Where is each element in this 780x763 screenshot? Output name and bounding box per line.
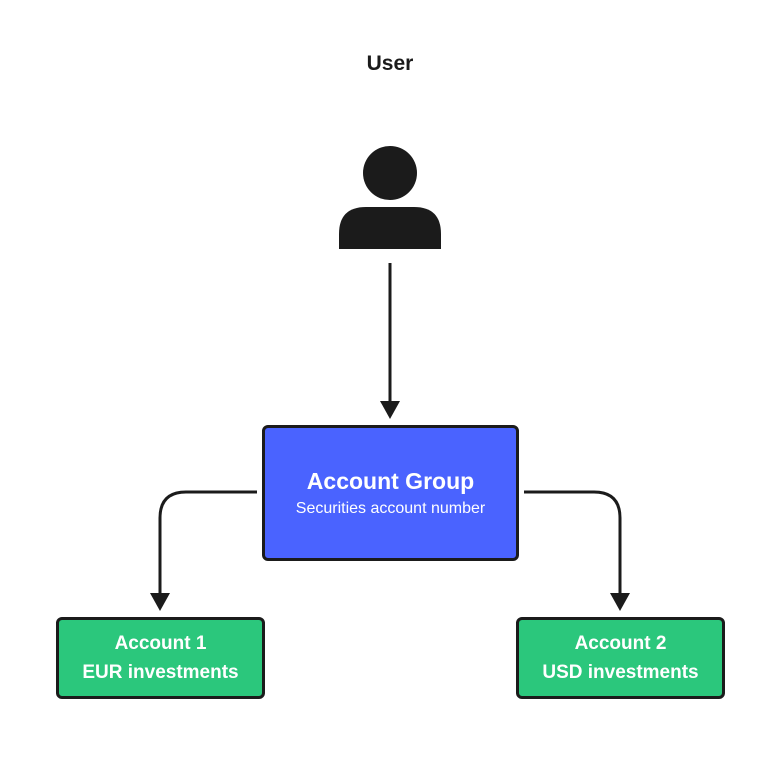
account-2-detail: USD investments: [542, 662, 699, 683]
account-2-box: Account 2 USD investments: [516, 617, 725, 699]
arrow-group-to-account-1: [150, 490, 257, 611]
account-group-subtitle: Securities account number: [295, 500, 486, 517]
user-label: User: [366, 52, 414, 75]
account-1-name: Account 1: [114, 633, 207, 654]
account-group-box: Account Group Securities account number: [262, 425, 519, 561]
account-group-title: Account Group: [306, 468, 475, 494]
arrow-group-to-account-2: [524, 490, 630, 611]
arrow-user-to-group: [380, 263, 400, 419]
account-1-box: Account 1 EUR investments: [56, 617, 265, 699]
person-icon: [339, 146, 441, 249]
account-1-detail: EUR investments: [82, 662, 239, 683]
account-2-name: Account 2: [574, 633, 667, 654]
